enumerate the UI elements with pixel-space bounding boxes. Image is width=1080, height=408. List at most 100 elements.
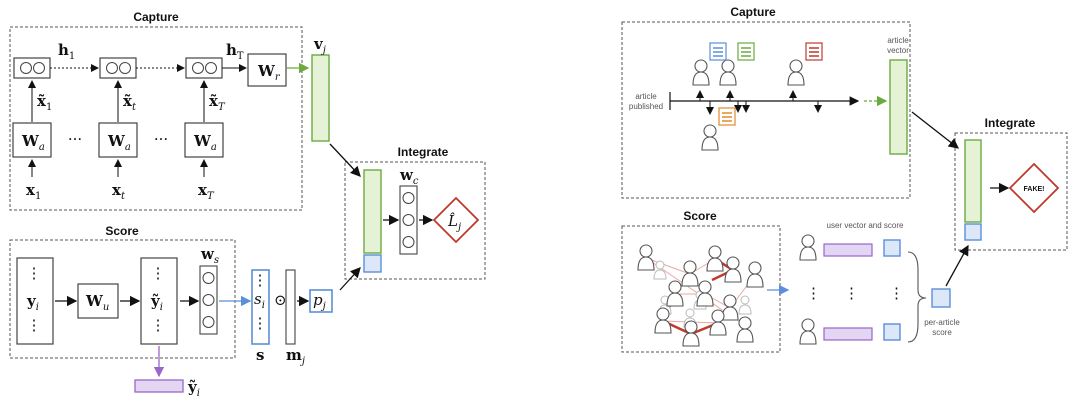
right-integrate-title: Integrate — [985, 116, 1036, 130]
wa-label-1: Wa — [21, 132, 45, 153]
svg-text:⋮: ⋮ — [889, 284, 904, 302]
per-article-label-1: per-article — [924, 318, 960, 327]
svg-text:⋮: ⋮ — [27, 316, 42, 334]
article-published-label-1: article — [635, 92, 657, 101]
user-avatar-2 — [719, 59, 737, 86]
right-integrate-score-cell — [964, 223, 982, 241]
right-integrate-box — [954, 132, 1068, 251]
per-article-label-2: score — [932, 328, 952, 337]
left-integrate-title: Integrate — [398, 145, 449, 159]
integrate-content-vector — [363, 169, 382, 254]
user-avatar-1 — [692, 59, 710, 86]
article-vector — [889, 59, 908, 155]
wa-box-1 — [12, 122, 52, 158]
y-tilde-label: ỹi — [150, 292, 163, 313]
vj-label: vj — [313, 35, 326, 56]
lstm-cell-1 — [13, 57, 51, 79]
svg-text:⋮: ⋮ — [806, 284, 821, 302]
lstm-cell-t — [99, 57, 137, 79]
lstm-cell-T — [185, 57, 223, 79]
xT-label: xT — [198, 181, 215, 202]
pj-label: pj — [313, 291, 326, 312]
left-capture-title: Capture — [133, 10, 179, 24]
integrate-score-cell — [363, 254, 382, 273]
per-article-score-cell — [931, 288, 951, 308]
svg-text:⋮: ⋮ — [253, 271, 268, 289]
lj-label: L̂j — [447, 212, 461, 233]
left-score-box — [9, 239, 236, 359]
article-vector-label-2: vector — [887, 46, 909, 55]
yi-matrix — [16, 257, 54, 345]
svg-text:⋮: ⋮ — [844, 284, 859, 302]
comment-bubble-red — [805, 42, 823, 61]
xt-label: xt — [112, 181, 126, 202]
x1-label: x1 — [26, 181, 41, 202]
left-integrate-module: Integrate wc L̂j — [329, 143, 486, 291]
right-score-module: Score — [621, 209, 969, 353]
aggregation-brace — [907, 251, 927, 343]
wr-label: Wr — [257, 62, 281, 83]
y-tilde-output-label: ỹi — [187, 378, 200, 399]
wu-box — [77, 283, 119, 319]
wr-box — [247, 53, 287, 87]
mj-label: mj — [286, 346, 305, 367]
user-vector-and-score-label: user vector and score — [827, 221, 904, 230]
y-tilde-matrix — [140, 257, 178, 345]
x-tilde-t-label: x̃t — [123, 92, 137, 113]
wa-label-t: Wa — [107, 132, 131, 153]
score-to-integrate-arrow — [945, 244, 969, 287]
right-capture-title: Capture — [730, 5, 776, 19]
si-label: si — [254, 290, 265, 311]
h1-label: h1 — [58, 41, 75, 62]
left-capture-module: Capture h1 hT Wr vj — [9, 10, 330, 211]
wc-label: wc — [399, 166, 419, 187]
article-vector-label-1: article — [887, 36, 909, 45]
dots-2: ··· — [154, 130, 168, 148]
vj-to-integrate-arrow — [329, 143, 361, 177]
pj-score — [309, 289, 333, 313]
wa-label-T: Wa — [193, 132, 217, 153]
fake-output-diamond — [1008, 162, 1060, 214]
article-to-integrate-arrow — [911, 111, 960, 149]
x-tilde-1-label: x̃1 — [37, 92, 52, 113]
user-avatar-3 — [787, 59, 805, 86]
right-integrate-content-vector — [964, 139, 982, 223]
left-integrate-box — [344, 161, 486, 280]
x-tilde-T-label: x̃T — [209, 92, 226, 113]
vj-vector — [311, 54, 330, 142]
hT-label: hT — [226, 41, 244, 62]
s-label: s — [256, 346, 264, 364]
mj-mask — [285, 269, 296, 345]
left-score-module: Score ⋮ yi ⋮ Wu ⋮ ỹi ⋮ ws ⋮ si ⋮ s ⊙ mj … — [9, 224, 333, 399]
wa-box-T — [184, 122, 224, 158]
wa-box-t — [98, 122, 138, 158]
y-tilde-output-vector — [134, 379, 184, 393]
fake-label: FAKE! — [1024, 186, 1045, 193]
ws-layer — [199, 265, 218, 335]
wu-label: Wu — [85, 292, 109, 313]
user-score-row-ellipsis: ⋮ ⋮ ⋮ — [806, 284, 904, 302]
right-capture-box — [621, 21, 911, 199]
user-score-row-1 — [799, 234, 901, 261]
svg-text:⋮: ⋮ — [151, 264, 166, 282]
right-score-title: Score — [683, 209, 717, 223]
yi-label: yi — [26, 292, 39, 313]
ws-label: ws — [200, 245, 219, 266]
wc-layer — [399, 185, 418, 255]
right-integrate-module: Integrate FAKE! — [911, 111, 1068, 251]
comment-bubble-green — [737, 42, 755, 61]
article-published-label-2: published — [629, 102, 663, 111]
comment-bubble-orange — [718, 107, 736, 126]
dots-1: ··· — [68, 130, 82, 148]
left-capture-box — [9, 26, 303, 211]
svg-text:⋮: ⋮ — [27, 264, 42, 282]
user-score-row-n — [799, 318, 901, 345]
s-vector — [251, 269, 270, 345]
comment-bubble-blue — [709, 42, 727, 61]
svg-text:⋮: ⋮ — [151, 316, 166, 334]
svg-text:⋮: ⋮ — [253, 314, 268, 332]
hadamard-symbol: ⊙ — [274, 291, 287, 309]
pj-to-integrate-arrow — [339, 267, 361, 291]
